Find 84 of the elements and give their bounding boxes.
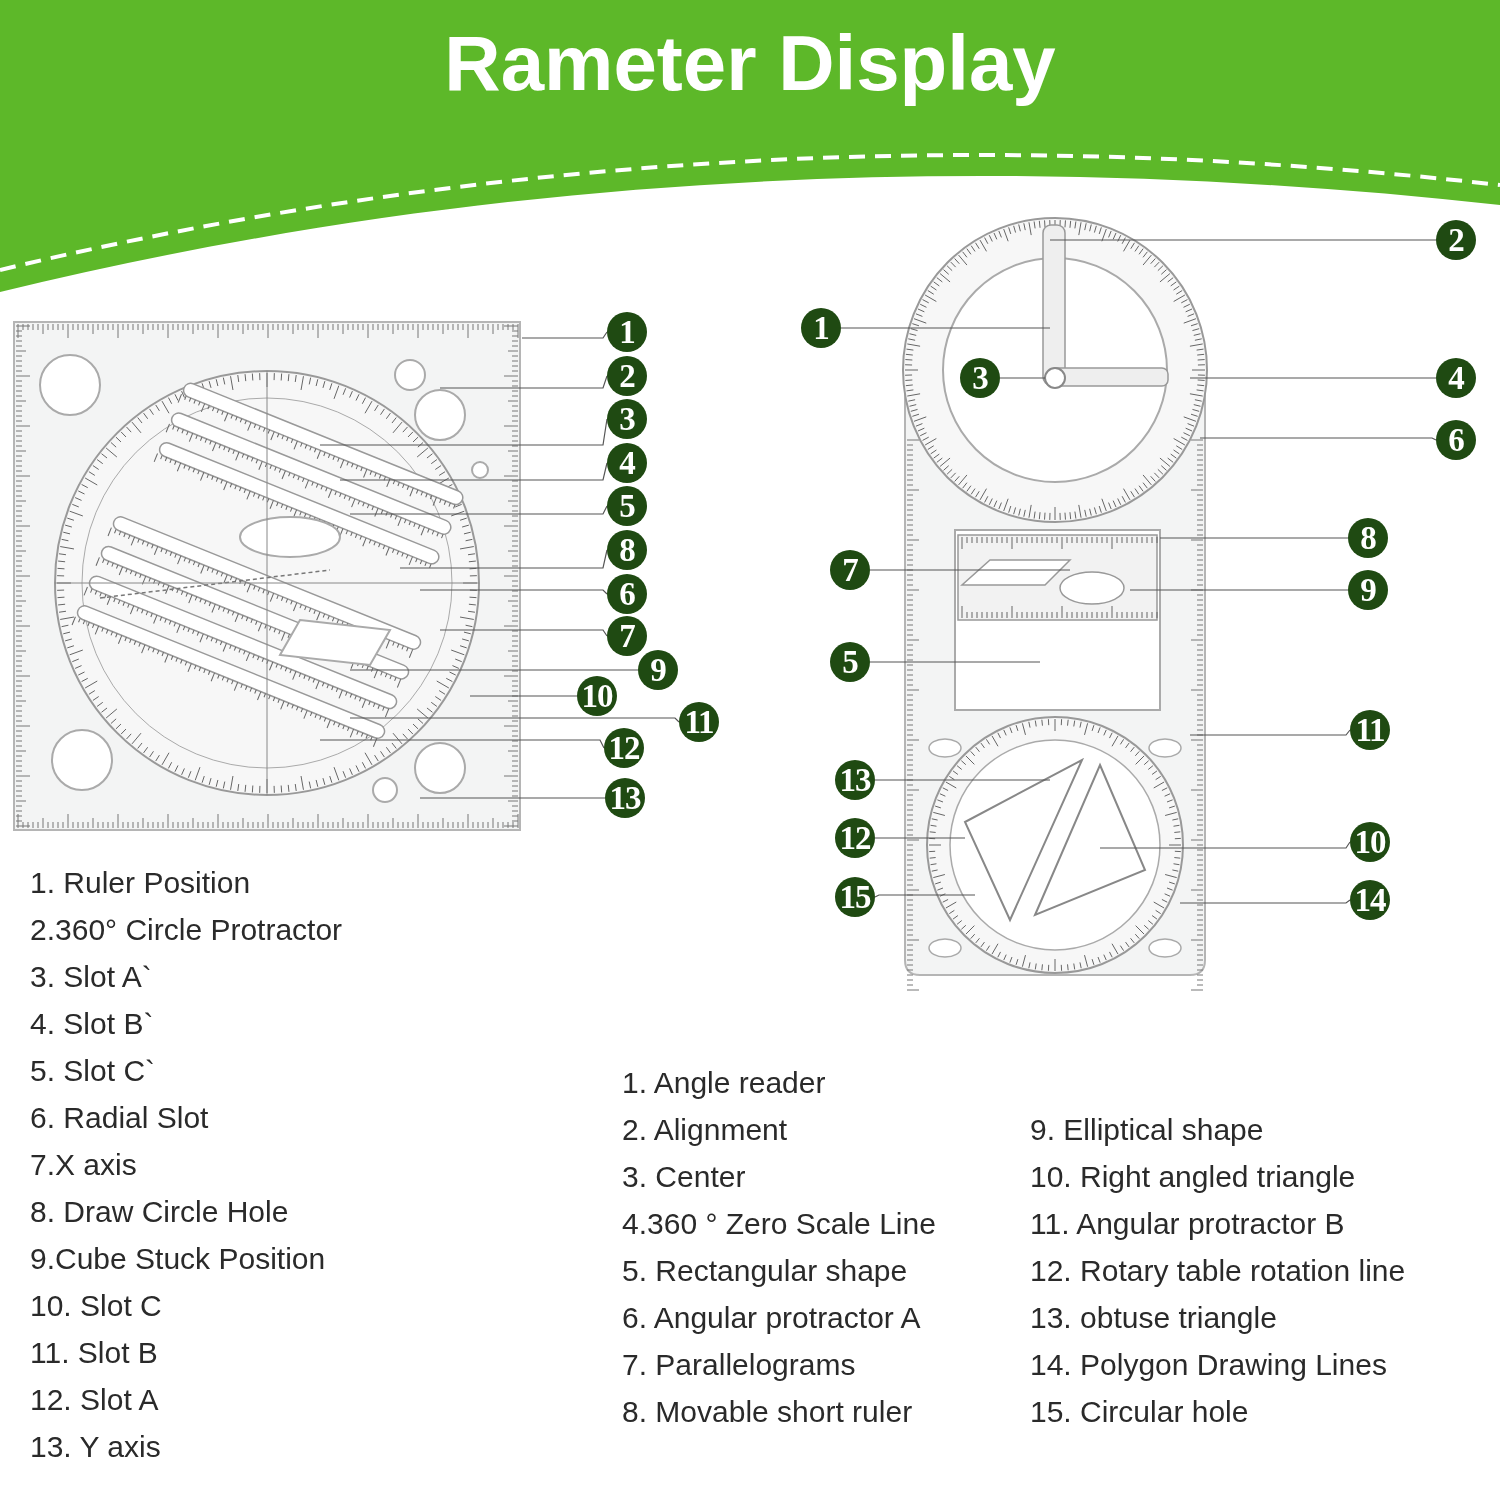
leader-line bbox=[1049, 239, 1437, 241]
leader-line bbox=[1129, 589, 1349, 591]
leader-line bbox=[399, 549, 608, 569]
callout-number: 5 bbox=[607, 486, 647, 526]
legend-item: 7.X axis bbox=[30, 1148, 137, 1182]
callout-number: 2 bbox=[1436, 220, 1476, 260]
legend-item: 12. Rotary table rotation line bbox=[1030, 1254, 1406, 1288]
callout-number: 10 bbox=[1350, 822, 1390, 862]
callout-number: 7 bbox=[607, 616, 647, 656]
leader-line bbox=[874, 894, 976, 898]
leader-line bbox=[349, 505, 608, 515]
leader-line bbox=[469, 695, 578, 697]
legend-item: 11. Slot B bbox=[30, 1336, 158, 1370]
leader-line bbox=[419, 797, 606, 799]
callout-number: 5 bbox=[830, 642, 870, 682]
leader-line bbox=[999, 377, 1046, 379]
legend-item: 2.360° Circle Protractor bbox=[30, 913, 343, 947]
leader-line bbox=[439, 375, 608, 389]
legend-item: 7. Parallelograms bbox=[622, 1348, 856, 1382]
legend-item: 4.360 ° Zero Scale Line bbox=[622, 1207, 936, 1241]
callout-number: 15 bbox=[835, 877, 875, 917]
legend-item: 3. Center bbox=[622, 1160, 746, 1194]
callout-number: 8 bbox=[607, 530, 647, 570]
callout-number: 14 bbox=[1350, 880, 1390, 920]
leader-line bbox=[874, 837, 966, 839]
legend-item: 4. Slot B` bbox=[30, 1007, 154, 1041]
callout-number: 4 bbox=[1436, 358, 1476, 398]
leader-line bbox=[349, 669, 639, 671]
callout-number: 11 bbox=[1350, 710, 1390, 750]
leader-line bbox=[1199, 437, 1437, 441]
callout-number: 9 bbox=[1348, 570, 1388, 610]
legend-item: 6. Angular protractor A bbox=[622, 1301, 921, 1335]
leader-line bbox=[1159, 537, 1349, 539]
callout-number: 6 bbox=[1436, 420, 1476, 460]
callout-number: 8 bbox=[1348, 518, 1388, 558]
leader-line bbox=[319, 739, 605, 749]
legend-item: 14. Polygon Drawing Lines bbox=[1030, 1348, 1387, 1382]
callout-number: 4 bbox=[607, 443, 647, 483]
callout-number: 11 bbox=[679, 702, 719, 742]
protractor-ruler-drawing bbox=[902, 217, 1208, 991]
ruler-drawing bbox=[13, 321, 521, 831]
legend-item: 13. obtuse triangle bbox=[1030, 1301, 1277, 1335]
callout-number: 1 bbox=[607, 312, 647, 352]
legend-item: 15. Circular hole bbox=[1030, 1395, 1249, 1429]
legend-item: 9. Elliptical shape bbox=[1030, 1113, 1264, 1147]
legend-item: 2. Alignment bbox=[622, 1113, 788, 1147]
leader-line bbox=[869, 661, 1041, 663]
callout-number: 10 bbox=[577, 676, 617, 716]
leader-line bbox=[1099, 841, 1351, 849]
title: Rameter Display bbox=[443, 18, 1057, 109]
leader-line bbox=[349, 717, 680, 723]
callout-number: 13 bbox=[835, 760, 875, 800]
leader-line bbox=[1189, 377, 1437, 379]
callout-number: 13 bbox=[605, 778, 645, 818]
leader-line bbox=[1179, 899, 1351, 904]
legend-item: 1. Ruler Position bbox=[30, 866, 251, 900]
legend-item: 8. Movable short ruler bbox=[622, 1395, 913, 1429]
callout-number: 1 bbox=[801, 308, 841, 348]
legend-item: 10. Slot C bbox=[30, 1289, 162, 1323]
leader-line bbox=[419, 589, 608, 595]
legend-item: 5. Slot C` bbox=[30, 1054, 156, 1088]
legend-item: 8. Draw Circle Hole bbox=[30, 1195, 289, 1229]
callout-number: 2 bbox=[607, 356, 647, 396]
callout-number: 12 bbox=[604, 728, 644, 768]
leader-line bbox=[339, 462, 608, 481]
legend-item: 13. Y axis bbox=[30, 1430, 161, 1464]
callout-number: 12 bbox=[835, 818, 875, 858]
leader-line bbox=[869, 569, 1071, 571]
legend-item: 5. Rectangular shape bbox=[622, 1254, 908, 1288]
legend-item: 10. Right angled triangle bbox=[1030, 1160, 1356, 1194]
legend-item: 12. Slot A bbox=[30, 1383, 159, 1417]
legend-item: 11. Angular protractor B bbox=[1030, 1207, 1345, 1241]
callout-number: 3 bbox=[607, 399, 647, 439]
leader-line bbox=[439, 629, 608, 637]
legend-item: 3. Slot A` bbox=[30, 960, 152, 994]
leader-line bbox=[521, 331, 608, 339]
callout-number: 9 bbox=[638, 650, 678, 690]
legend-item: 1. Angle reader bbox=[622, 1066, 826, 1100]
legend-item: 6. Radial Slot bbox=[30, 1101, 209, 1135]
leader-line bbox=[874, 779, 1051, 781]
callout-number: 6 bbox=[607, 574, 647, 614]
leader-line bbox=[1189, 729, 1351, 736]
legend-item: 9.Cube Stuck Position bbox=[30, 1242, 326, 1276]
callout-number: 7 bbox=[830, 550, 870, 590]
